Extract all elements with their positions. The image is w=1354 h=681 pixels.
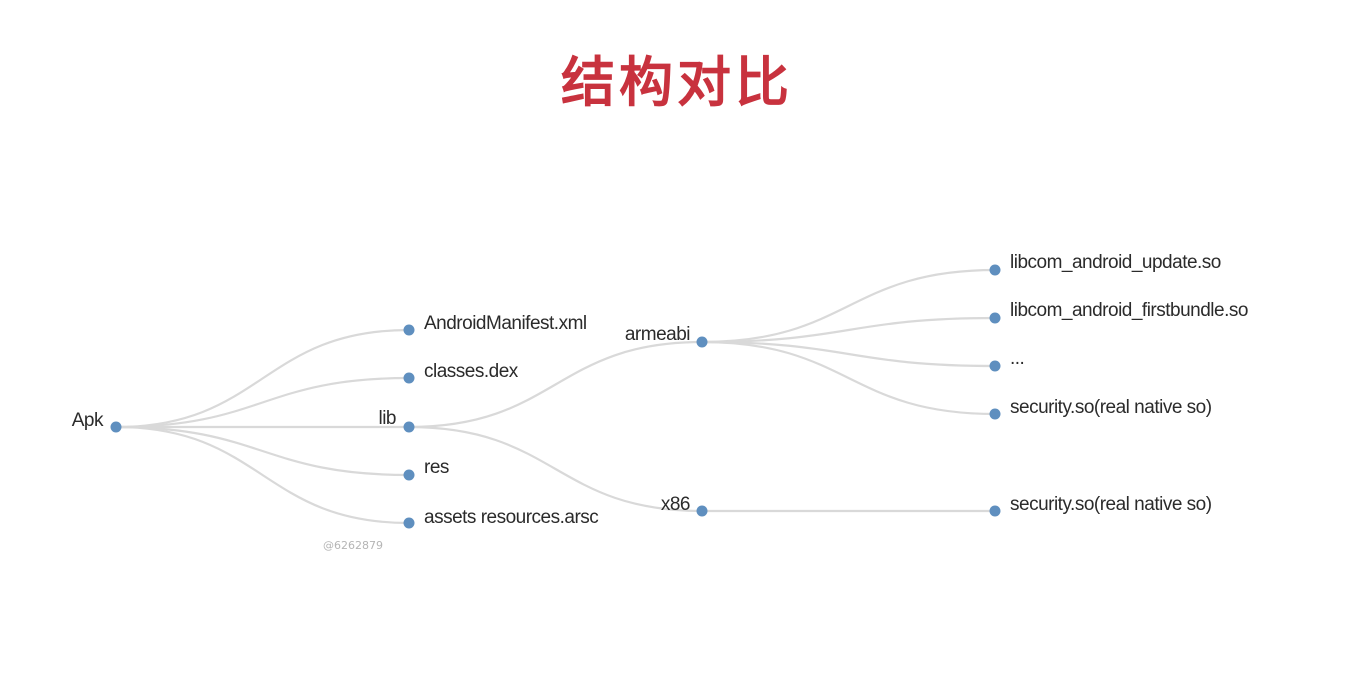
tree-label-assets: assets resources.arsc bbox=[424, 507, 598, 528]
tree-node-x86 bbox=[696, 505, 708, 517]
tree-node-classes bbox=[403, 372, 415, 384]
tree-link-apk-classes bbox=[115, 376, 410, 429]
tree-label-apk: Apk bbox=[72, 410, 104, 431]
tree-node-res bbox=[403, 469, 415, 481]
tree-link-apk-manifest bbox=[115, 328, 410, 429]
watermark: @6262879 bbox=[323, 539, 383, 552]
tree-label-manifest: AndroidManifest.xml bbox=[424, 313, 587, 334]
tree-node-armeabi bbox=[696, 336, 708, 348]
tree-node-assets bbox=[403, 517, 415, 529]
tree-node-security_x86 bbox=[989, 505, 1001, 517]
tree-label-update: libcom_android_update.so bbox=[1010, 252, 1221, 273]
tree-link-apk-res bbox=[115, 425, 410, 477]
tree-label-x86: x86 bbox=[661, 494, 690, 515]
tree-label-security_x86: security.so(real native so) bbox=[1010, 494, 1212, 515]
tree-nodes: Apk AndroidManifest.xml classes.dex lib res a… bbox=[72, 252, 1248, 529]
tree-label-ellipsis: ... bbox=[1010, 348, 1024, 369]
tree-link-lib-armeabi bbox=[408, 340, 703, 429]
tree-link-lib-x86 bbox=[408, 425, 703, 513]
tree-label-security_arm: security.so(real native so) bbox=[1010, 397, 1212, 418]
tree-label-firstbundle: libcom_android_firstbundle.so bbox=[1010, 300, 1248, 321]
tree-node-update bbox=[989, 264, 1001, 276]
tree-label-armeabi: armeabi bbox=[625, 324, 690, 345]
tree-node-lib bbox=[403, 421, 415, 433]
tree-links bbox=[115, 268, 996, 525]
tree-label-res: res bbox=[424, 457, 449, 478]
tree-node-apk bbox=[110, 421, 122, 433]
tree-node-ellipsis bbox=[989, 360, 1001, 372]
tree-link-apk-assets bbox=[115, 425, 410, 525]
tree-link-armeabi-update bbox=[701, 268, 996, 344]
tree-link-armeabi-ellipsis bbox=[701, 340, 996, 368]
tree-node-firstbundle bbox=[989, 312, 1001, 324]
tree-node-security_arm bbox=[989, 408, 1001, 420]
tree-label-classes: classes.dex bbox=[424, 361, 519, 382]
tree-link-armeabi-firstbundle bbox=[701, 316, 996, 344]
slide-title: 结构对比 bbox=[561, 51, 793, 114]
tree-link-armeabi-security_arm bbox=[701, 340, 996, 416]
tree-label-lib: lib bbox=[378, 408, 396, 429]
tree-node-manifest bbox=[403, 324, 415, 336]
